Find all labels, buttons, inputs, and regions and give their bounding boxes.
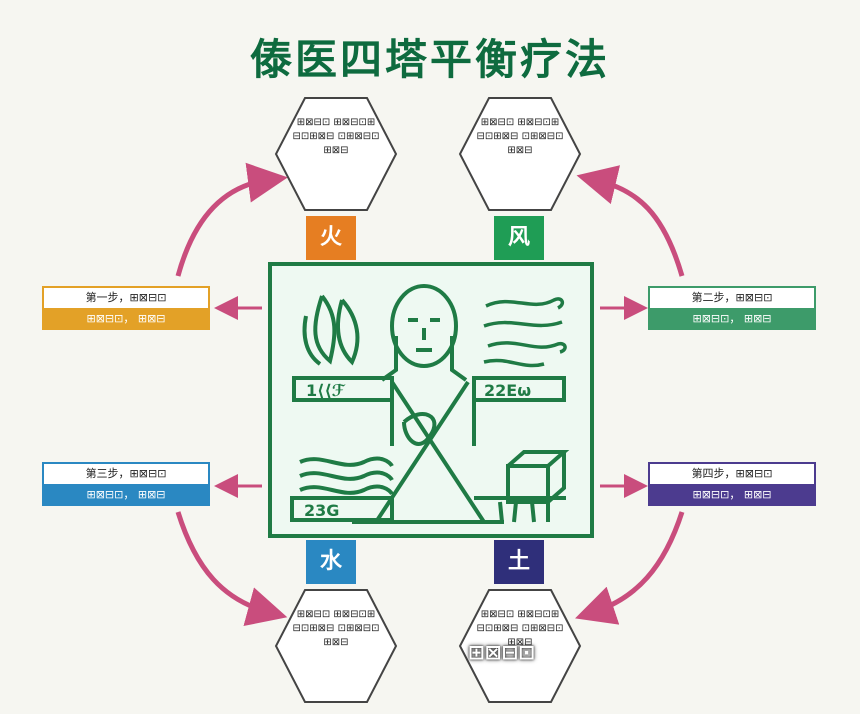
wind-icon xyxy=(483,297,567,368)
element-tab-water: 水 xyxy=(306,540,356,584)
step-1-title: 第一步，⊞⊠⊟⊡ xyxy=(42,286,210,308)
flame-icon xyxy=(302,294,360,366)
water-icon xyxy=(299,456,394,496)
body-icon xyxy=(352,380,504,524)
hex-fire-text: ⊞⊠⊟⊡ ⊞⊠⊟⊡⊞ ⊟⊡⊞⊠⊟ ⊡⊞⊠⊟⊡ ⊞⊠⊟ xyxy=(292,117,380,156)
step-box-3: 第三步，⊞⊠⊟⊡ ⊞⊠⊟⊡， ⊞⊠⊟ xyxy=(42,462,210,506)
left-arm-band xyxy=(292,376,394,402)
hex-earth-text: ⊞⊠⊟⊡ ⊞⊠⊟⊡⊞ ⊟⊡⊞⊠⊟ ⊡⊞⊠⊟⊡ ⊞⊠⊟ xyxy=(476,609,564,648)
earth-cube-icon xyxy=(474,450,570,523)
step-box-4: 第四步，⊞⊠⊟⊡ ⊞⊠⊟⊡， ⊞⊠⊟ xyxy=(648,462,816,506)
hex-wind-text: ⊞⊠⊟⊡ ⊞⊠⊟⊡⊞ ⊟⊡⊞⊠⊟ ⊡⊞⊠⊟⊡ ⊞⊠⊟ xyxy=(476,117,564,156)
center-figure-panel: 1⟨⟨ℱ 22Eω 23G xyxy=(268,262,594,538)
hex-wind: ⊞⊠⊟⊡ ⊞⊠⊟⊡⊞ ⊟⊡⊞⊠⊟ ⊡⊞⊠⊟⊡ ⊞⊠⊟ xyxy=(458,96,582,212)
step-3-title: 第三步，⊞⊠⊟⊡ xyxy=(42,462,210,484)
human-figure-illustration: 1⟨⟨ℱ 22Eω 23G xyxy=(290,284,570,524)
curved-arrow-bottom-right xyxy=(575,511,685,625)
curved-arrow-top-right xyxy=(576,165,685,277)
curved-arrow-top-left xyxy=(175,162,288,277)
bottom-label: 23G xyxy=(304,501,339,520)
water-band xyxy=(290,496,394,522)
overlay-watermark-text: ⊞⊠⊟⊡ xyxy=(468,640,536,664)
hex-fire: ⊞⊠⊟⊡ ⊞⊠⊟⊡⊞ ⊟⊡⊞⊠⊟ ⊡⊞⊠⊟⊡ ⊞⊠⊟ xyxy=(274,96,398,212)
element-tab-fire: 火 xyxy=(306,216,356,260)
right-arm-band xyxy=(472,376,566,402)
step-4-title: 第四步，⊞⊠⊟⊡ xyxy=(648,462,816,484)
hex-water-text: ⊞⊠⊟⊡ ⊞⊠⊟⊡⊞ ⊟⊡⊞⊠⊟ ⊡⊞⊠⊟⊡ ⊞⊠⊟ xyxy=(292,609,380,648)
diagram-title: 傣医四塔平衡疗法 xyxy=(249,35,610,84)
step-1-desc: ⊞⊠⊟⊡， ⊞⊠⊟ xyxy=(42,308,210,330)
step-box-2: 第二步，⊞⊠⊟⊡ ⊞⊠⊟⊡， ⊞⊠⊟ xyxy=(648,286,816,330)
right-arm-label: 22Eω xyxy=(484,381,531,400)
step-2-title: 第二步，⊞⊠⊟⊡ xyxy=(648,286,816,308)
element-tab-wind: 风 xyxy=(494,216,544,260)
step-3-desc: ⊞⊠⊟⊡， ⊞⊠⊟ xyxy=(42,484,210,506)
left-arm-label: 1⟨⟨ℱ xyxy=(306,381,346,400)
curved-arrow-bottom-left xyxy=(175,511,288,627)
hex-earth: ⊞⊠⊟⊡ ⊞⊠⊟⊡⊞ ⊟⊡⊞⊠⊟ ⊡⊞⊠⊟⊡ ⊞⊠⊟ xyxy=(458,588,582,704)
step-2-desc: ⊞⊠⊟⊡， ⊞⊠⊟ xyxy=(648,308,816,330)
hex-water: ⊞⊠⊟⊡ ⊞⊠⊟⊡⊞ ⊟⊡⊞⊠⊟ ⊡⊞⊠⊟⊡ ⊞⊠⊟ xyxy=(274,588,398,704)
step-4-desc: ⊞⊠⊟⊡， ⊞⊠⊟ xyxy=(648,484,816,506)
step-box-1: 第一步，⊞⊠⊟⊡ ⊞⊠⊟⊡， ⊞⊠⊟ xyxy=(42,286,210,330)
element-tab-earth: 土 xyxy=(494,540,544,584)
head-icon xyxy=(380,284,468,382)
